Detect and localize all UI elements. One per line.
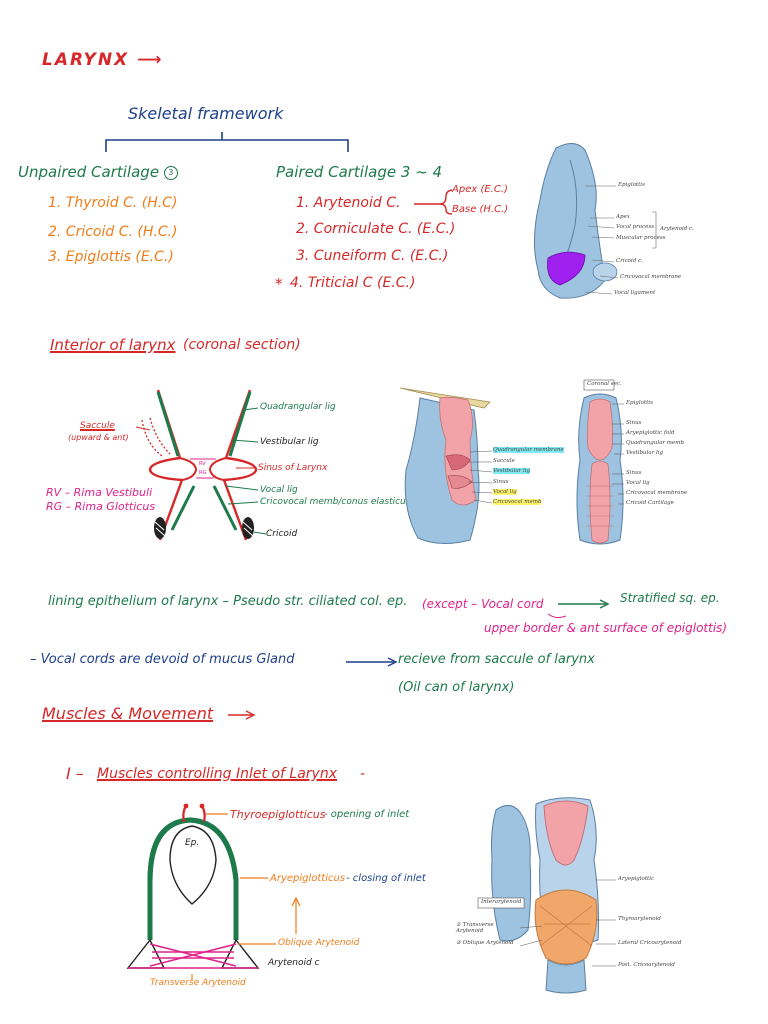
rv-definition: RV – Rima Vestibuli: [46, 486, 153, 499]
fig3-label-5: Vestibular lig: [626, 450, 664, 456]
label-vocal-lig: Vocal lig: [260, 485, 298, 495]
interior-heading: Interior of larynx: [50, 336, 176, 354]
mfig-right-2: Thyroarytenoid: [618, 916, 661, 922]
cartilage-figure: [533, 143, 657, 299]
label-quadrangular: Quadrangular lig: [260, 402, 336, 412]
arytenoid-base: Base (H.C.): [452, 204, 509, 215]
fig2-label-vocal: Vocal lig: [493, 489, 517, 495]
label-cricovocal: Cricovocal memb/conus elasticus: [260, 497, 411, 507]
cart-label-cricovocal: Cricovocal membrane: [620, 274, 682, 280]
paired-item-4: 4. Triticial C (E.C.): [290, 275, 416, 291]
lining-arrow: [547, 599, 610, 619]
mfig-right-4: Post. Cricoarytenoid: [618, 962, 675, 968]
fig2-label-sinus: Sinus: [493, 479, 509, 485]
mfig-right-1: Aryepiglottic: [618, 876, 655, 882]
inlet-transverse: Transverse Arytenoid: [150, 978, 246, 988]
inlet-thyro-action: - opening of inlet: [324, 809, 410, 820]
fig3-label-8: Cricovocal membrane: [626, 490, 688, 496]
inlet-thyroepiglotticus: Thyroepiglotticus: [230, 808, 326, 821]
paired-item-2: 2. Corniculate C. (E.C.): [296, 221, 456, 237]
arytenoid-apex: Apex (E.C.): [452, 184, 508, 195]
lining-line2: upper border & ant surface of epiglottis…: [484, 621, 728, 635]
cart-label-vocal-ligament: Vocal ligament: [614, 290, 656, 296]
cart-label-cricoid: Cricoid c.: [616, 258, 643, 264]
vocal-cords-text: – Vocal cords are devoid of mucus Gland: [30, 652, 295, 667]
vocal-cords-note: (Oil can of larynx): [398, 680, 515, 695]
unpaired-heading: Unpaired Cartilage 3: [18, 163, 178, 181]
fig3-label-2: Sinus: [626, 420, 642, 426]
unpaired-count-badge: 3: [163, 165, 178, 180]
skeletal-heading: Skeletal framework: [128, 104, 284, 123]
paired-count: 3 ~ 4: [400, 163, 443, 181]
fig3-label-6: Sinus: [626, 470, 642, 476]
paired-item-3: 3. Cuneiform C. (E.C.): [296, 248, 449, 264]
label-vestibular: Vestibular lig: [260, 437, 319, 447]
fig3-label-4: Quadrangular memb: [626, 440, 684, 446]
label-rg: RG: [199, 470, 207, 476]
paired-star: *: [275, 275, 283, 293]
cart-label-arytenoid: Arytenoid c.: [660, 226, 694, 232]
inlet-aryepiglotticus: Aryepiglotticus: [270, 873, 346, 884]
vocal-cords-result: recieve from saccule of larynx: [398, 652, 595, 667]
cart-label-muscular-process: Muscular process: [616, 235, 666, 241]
mfig-right-3: Lateral Cricoarytenoid: [618, 940, 682, 946]
coronal-sketch: [135, 389, 267, 541]
cart-label-epiglottis: Epiglottis: [618, 182, 645, 188]
paired-item-1: 1. Arytenoid C.: [296, 195, 401, 211]
interior-figure-2: [399, 387, 493, 544]
fig3-label-7: Vocal lig: [626, 480, 650, 486]
inlet-oblique: Oblique Arytenoid: [278, 938, 360, 948]
title-text: LARYNX: [42, 50, 130, 70]
fig2-label-quadrangular: Quadrangular membrane: [493, 447, 564, 453]
mfig-interarytenoid: Interarytenoid: [481, 899, 522, 905]
interior-figure-3: [576, 379, 624, 545]
fig2-label-cricovocal: Cricovocal memb: [493, 499, 542, 505]
fig3-label-9: Cricoid Cartilage: [626, 500, 674, 506]
mfig-oblique: ② Oblique Arytenoid: [456, 940, 514, 946]
inlet-ary-action: - closing of inlet: [346, 873, 426, 884]
title-arrow: ⟶: [129, 50, 164, 70]
page-title: LARYNX ⟶: [42, 50, 163, 70]
fig2-label-saccule: Saccule: [493, 458, 515, 464]
muscles-heading: Muscles & Movement: [42, 704, 214, 723]
paired-heading: Paired Cartilage 3 ~ 4: [276, 163, 443, 181]
cart-label-apex: Apex: [616, 214, 630, 220]
unpaired-item-1: 1. Thyroid C. (H.C): [48, 195, 178, 211]
muscles-sub-heading: Muscles controlling Inlet of Larynx: [97, 766, 337, 782]
unpaired-item-3: 3. Epiglottis (E.C.): [48, 249, 174, 265]
muscles-sub-dash: -: [360, 766, 366, 782]
vocal-cords-arrow: [346, 657, 398, 667]
cart-label-vocal-process: Vocal process: [616, 224, 655, 230]
fig3-title: Coronal sec.: [587, 381, 622, 387]
unpaired-item-2: 2. Cricoid C. (H.C.): [48, 224, 178, 240]
mfig-transverse: ① Transverse Arytenoid: [456, 922, 494, 934]
fig3-label-1: Epiglottis: [626, 400, 653, 406]
interior-subheading: (coronal section): [183, 337, 301, 353]
label-rv: RV: [199, 461, 206, 467]
lining-text: lining epithelium of larynx – Pseudo str…: [48, 594, 408, 609]
fig3-label-3: Aryepiglottic fold: [626, 430, 675, 436]
skeletal-brace: [105, 132, 349, 152]
inlet-arytenoid-c: Arytenoid c: [268, 958, 320, 968]
rg-definition: RG – Rima Glotticus: [46, 500, 156, 513]
muscles-sub-index: I –: [66, 764, 84, 783]
fig2-label-vestibular: Vestibular lig: [493, 468, 531, 474]
lining-except: (except – Vocal cord: [422, 597, 544, 611]
label-cricoid: Cricoid: [266, 529, 298, 539]
lining-result: Stratified sq. ep.: [620, 591, 720, 605]
inlet-ep-label: Ep.: [185, 838, 200, 848]
muscles-arrow: [228, 710, 256, 720]
label-sinus: Sinus of Larynx: [258, 463, 328, 473]
label-saccule: Saccule: [80, 421, 115, 431]
arytenoid-brace: [414, 189, 453, 215]
label-saccule-note: (upward & ant): [68, 433, 129, 442]
